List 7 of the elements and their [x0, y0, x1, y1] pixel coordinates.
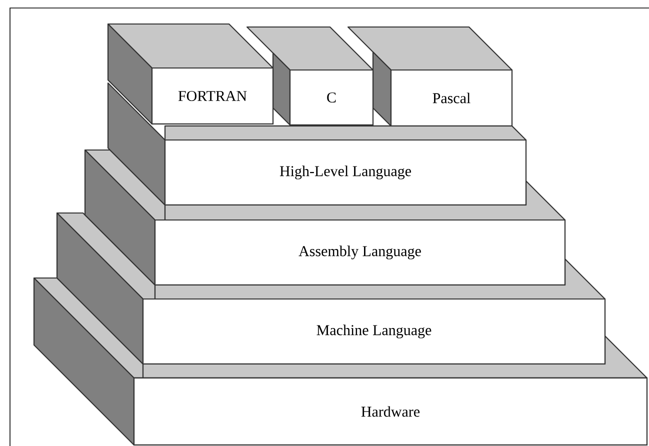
layer-block: Machine Language	[142, 298, 606, 365]
layer-block: Assembly Language	[154, 219, 566, 286]
layer-block: High-Level Language	[164, 139, 527, 206]
layer-block: Pascal	[390, 69, 513, 127]
layer-block: C	[289, 69, 374, 126]
layer-block: Hardware	[133, 377, 648, 446]
layer-block: FORTRAN	[151, 67, 274, 125]
